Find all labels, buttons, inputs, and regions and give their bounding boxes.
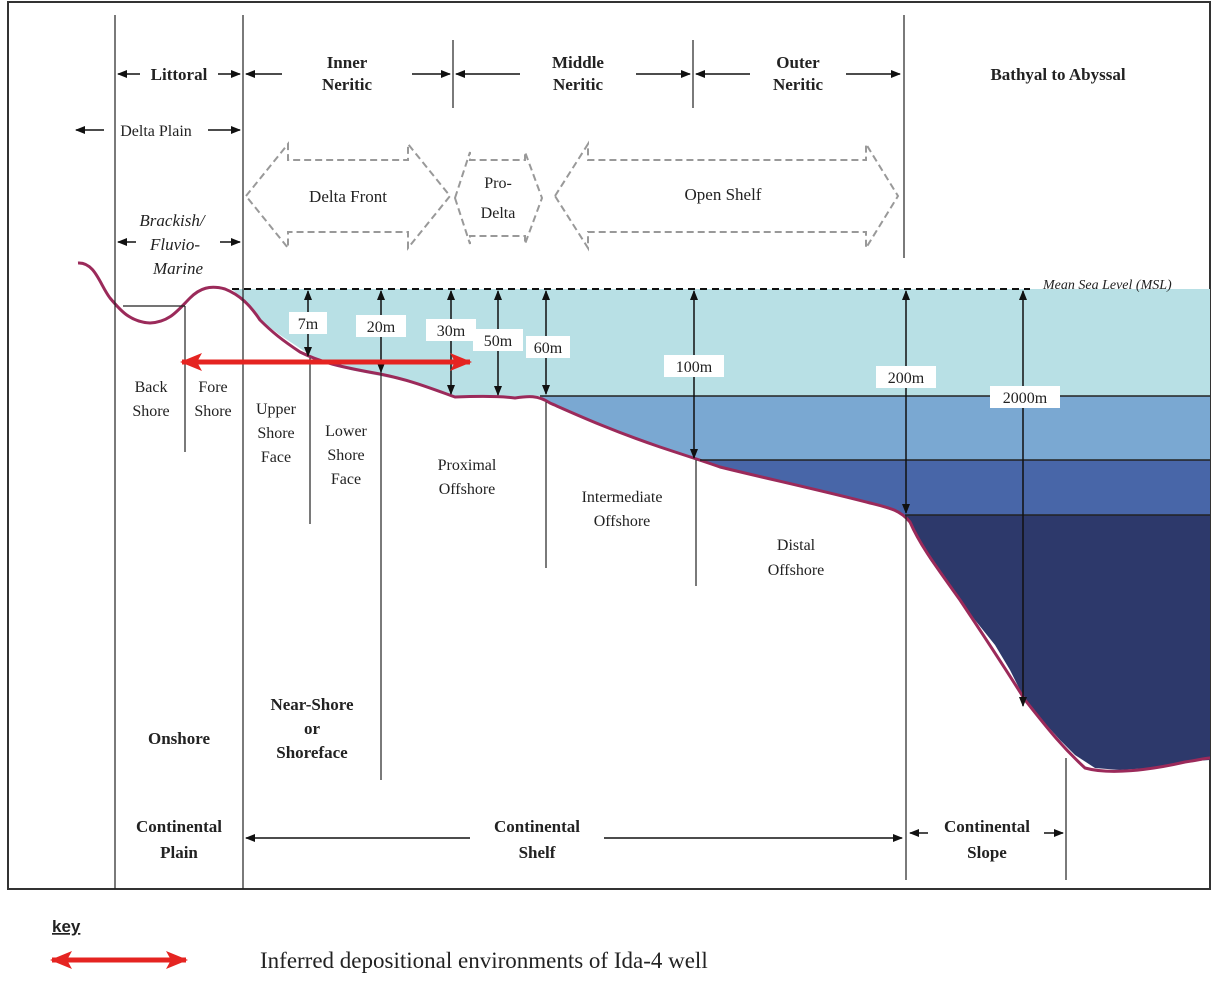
- depth-label-50m: 50m: [484, 333, 513, 350]
- depth-label-7m: 7m: [298, 316, 319, 333]
- water-abyss-layer: [905, 515, 1210, 770]
- facies-brackish-line2: Fluvio-: [149, 235, 200, 254]
- env-distal-offshore-line1: Distal: [777, 537, 816, 554]
- province-continental-plain-line2: Plain: [160, 843, 198, 862]
- env-back-shore-line2: Shore: [132, 403, 169, 420]
- depth-label-100m: 100m: [676, 359, 713, 376]
- province-continental-plain-line1: Continental: [136, 817, 222, 836]
- facies-delta-front: Delta Front: [309, 187, 387, 206]
- env-lower-shoreface-line3: Face: [331, 471, 361, 488]
- env-onshore: Onshore: [148, 729, 210, 748]
- zone-outer-line2: Neritic: [773, 75, 823, 94]
- depth-label-200m: 200m: [888, 370, 925, 387]
- env-fore-shore-line2: Shore: [194, 403, 231, 420]
- zone-inner-line2: Neritic: [322, 75, 372, 94]
- depth-label-20m: 20m: [367, 319, 396, 336]
- water-shallow-layer: [232, 289, 1210, 398]
- delta-front-arrow: [244, 141, 452, 251]
- depth-label-2000m: 2000m: [1003, 390, 1048, 407]
- env-intermediate-offshore-line1: Intermediate: [582, 489, 663, 506]
- env-lower-shoreface-line1: Lower: [325, 423, 367, 440]
- env-near-shore-line3: Shoreface: [276, 743, 348, 762]
- env-back-shore-line1: Back: [135, 379, 168, 396]
- province-continental-slope-line1: Continental: [944, 817, 1030, 836]
- open-shelf-arrow: [553, 140, 900, 252]
- env-upper-shoreface-line2: Shore: [257, 425, 294, 442]
- env-upper-shoreface-line1: Upper: [256, 401, 297, 418]
- env-fore-shore-line1: Fore: [198, 379, 227, 396]
- env-lower-shoreface-line2: Shore: [327, 447, 364, 464]
- env-upper-shoreface-line3: Face: [261, 449, 291, 466]
- province-continental-slope-line2: Slope: [967, 843, 1007, 862]
- env-near-shore-line2: or: [304, 719, 321, 738]
- province-continental-shelf-line2: Shelf: [519, 843, 556, 862]
- env-proximal-offshore-line1: Proximal: [438, 457, 497, 474]
- key-title: key: [52, 917, 81, 936]
- zone-outer-line1: Outer: [776, 53, 820, 72]
- facies-pro-delta-line1: Pro-: [484, 175, 512, 192]
- facies-delta-plain: Delta Plain: [120, 123, 192, 140]
- facies-open-shelf: Open Shelf: [685, 185, 762, 204]
- pro-delta-arrow: [453, 151, 544, 245]
- depth-label-60m: 60m: [534, 340, 563, 357]
- water-deep-layer: [700, 460, 1210, 515]
- water-mid-layer: [540, 396, 1210, 460]
- env-near-shore-line1: Near-Shore: [270, 695, 354, 714]
- zone-bathyal-abyssal: Bathyal to Abyssal: [990, 65, 1125, 84]
- env-intermediate-offshore-line2: Offshore: [594, 513, 651, 530]
- facies-brackish-line1: Brackish/: [139, 211, 206, 230]
- facies-pro-delta-line2: Delta: [481, 205, 516, 222]
- key-label: Inferred depositional environments of Id…: [260, 948, 708, 973]
- env-proximal-offshore-line2: Offshore: [439, 481, 496, 498]
- msl-label: Mean Sea Level (MSL): [1042, 278, 1172, 293]
- province-continental-shelf-line1: Continental: [494, 817, 580, 836]
- zone-inner-line1: Inner: [327, 53, 368, 72]
- facies-brackish-line3: Marine: [152, 259, 204, 278]
- env-distal-offshore-line2: Offshore: [768, 562, 825, 579]
- zone-middle-line1: Middle: [552, 53, 604, 72]
- depth-label-30m: 30m: [437, 323, 466, 340]
- zone-littoral: Littoral: [151, 65, 208, 84]
- zone-middle-line2: Neritic: [553, 75, 603, 94]
